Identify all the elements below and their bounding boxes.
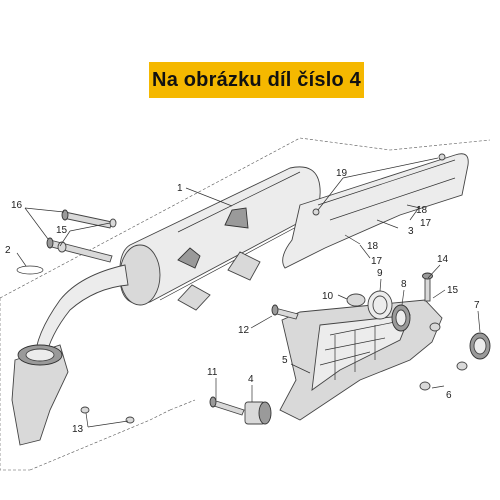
callout-10: 10 <box>322 291 334 302</box>
heat-shield <box>282 153 469 269</box>
bolts <box>16 153 468 424</box>
callout-18-lower: 18 <box>367 241 379 252</box>
callout-5: 5 <box>282 355 288 366</box>
callout-3: 3 <box>408 226 414 237</box>
callout-15-left: 15 <box>56 225 68 236</box>
callout-16: 16 <box>11 200 23 211</box>
callout-19: 19 <box>336 168 348 179</box>
callout-2: 2 <box>5 245 11 256</box>
callout-7: 7 <box>474 300 480 311</box>
callout-17-upper: 17 <box>420 218 432 229</box>
callout-12: 12 <box>238 325 250 336</box>
callout-9: 9 <box>377 268 383 279</box>
leader-lines <box>16 157 481 428</box>
washers <box>346 290 411 332</box>
callout-4: 4 <box>248 374 254 385</box>
callout-15-right: 15 <box>447 285 459 296</box>
callout-17-lower: 17 <box>371 256 383 267</box>
callout-18-upper: 18 <box>416 205 428 216</box>
part-number-banner: Na obrázku díl číslo 4 <box>149 62 364 98</box>
callout-labels: 1 2 3 4 5 6 7 8 9 10 11 12 13 14 15 15 1… <box>5 168 480 435</box>
ring-part-7 <box>469 332 491 360</box>
muffler <box>119 166 321 311</box>
banner-text: Na obrázku díl číslo 4 <box>152 68 361 91</box>
mounting-bracket <box>279 299 443 421</box>
callout-11: 11 <box>207 367 218 378</box>
callout-6: 6 <box>446 390 452 401</box>
callout-14: 14 <box>437 254 449 265</box>
callout-13: 13 <box>72 424 84 435</box>
callout-8: 8 <box>401 279 407 290</box>
callout-1: 1 <box>177 183 183 194</box>
exhaust-pipe <box>11 264 129 446</box>
bushing-part-4 <box>244 401 272 425</box>
assembly-frame <box>0 137 491 471</box>
